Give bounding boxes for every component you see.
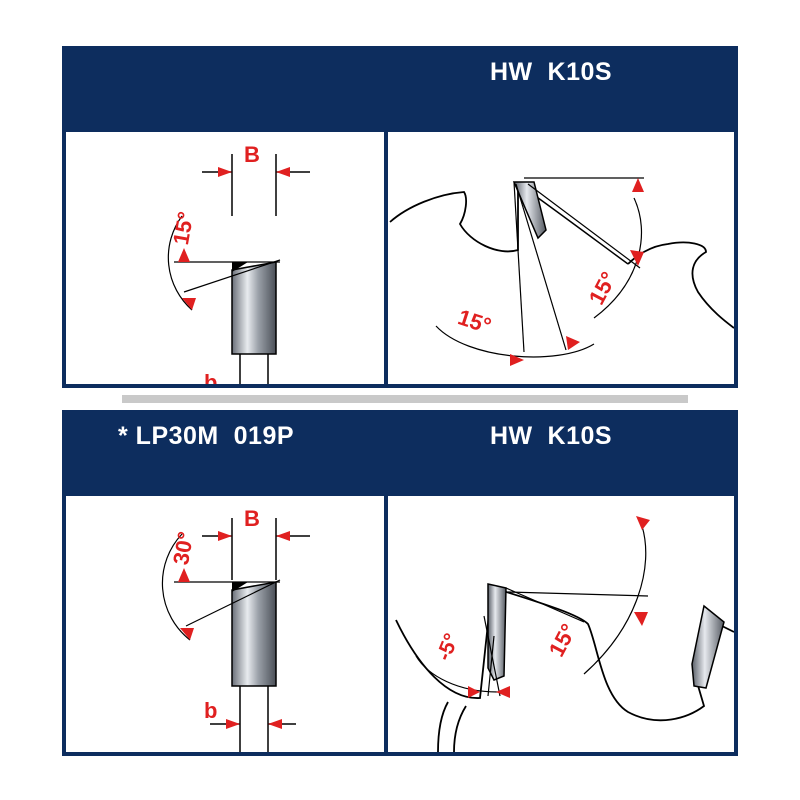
top-tooth-view-cell: 15° 15°: [388, 132, 734, 384]
bevel-angle-label: 15°: [168, 210, 198, 247]
rake-angle-label: -5°: [432, 630, 463, 664]
blade-outline: [395, 585, 493, 699]
tooth-tip: [691, 604, 725, 689]
top-tooth-profile-diagram: 15° 15°: [389, 177, 734, 366]
bottom-tooth-view-cell: -5° 15°: [388, 496, 734, 752]
bottom-header-grade: HW K10S: [490, 422, 613, 450]
thickness-label: b: [204, 370, 217, 384]
top-header-grade: HW K10S: [490, 58, 613, 86]
top-side-view-diagram: B b 15°: [167, 142, 310, 384]
tooth-tip: [231, 261, 277, 355]
section-divider: [122, 395, 688, 403]
top-side-view-cell: B b 15°: [66, 132, 384, 384]
bottom-header-model: * LP30M 019P: [118, 422, 295, 450]
top-spec-panel: HW K10S B: [62, 46, 738, 388]
tooth-tip-face: [232, 262, 248, 272]
width-label: B: [244, 142, 260, 167]
bottom-spec-panel: * LP30M 019P HW K10S B: [62, 410, 738, 756]
blade-outline: [627, 241, 734, 329]
arrow-head: [218, 167, 232, 177]
thickness-label: b: [204, 698, 217, 723]
tooth-tip: [512, 181, 547, 240]
bottom-side-view-cell: B b 30°: [66, 496, 384, 752]
clearance-angle-label: 15°: [584, 268, 622, 309]
bottom-side-view-diagram: B b 30°: [161, 506, 310, 752]
width-label: B: [244, 506, 260, 531]
blade-outline: [499, 589, 706, 722]
blade-outline: [389, 184, 519, 253]
rake-angle-label: 15°: [455, 304, 494, 338]
bottom-tooth-profile-diagram: -5° 15°: [395, 516, 734, 752]
arrow-head: [276, 167, 290, 177]
clearance-angle-label: 15°: [544, 620, 582, 661]
bevel-angle-label: 30°: [168, 530, 198, 567]
tooth-tip: [231, 581, 277, 687]
tooth-tip-face: [232, 582, 248, 592]
